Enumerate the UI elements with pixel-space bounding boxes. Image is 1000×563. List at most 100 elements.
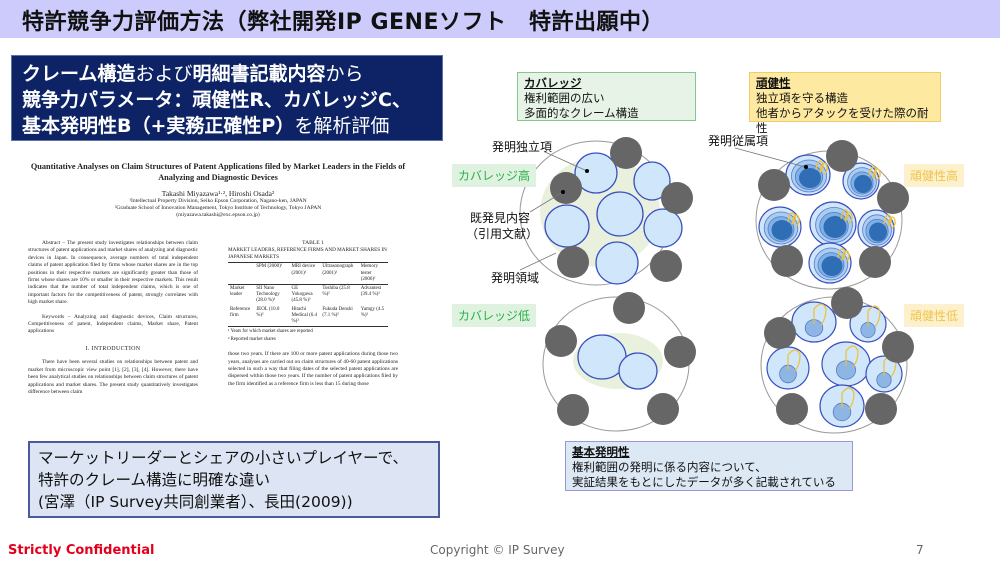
paper-intro: There have been several studies on relat…	[28, 359, 198, 395]
copyright: Copyright © IP Survey	[430, 543, 565, 557]
tag-coverage-low: カバレッジ低	[452, 304, 537, 327]
independent-claim-circle	[819, 384, 865, 428]
coverage-definition-box: カバレッジ 権利範囲の広い 多面的なクレーム構造	[517, 72, 696, 121]
attack-arrow	[883, 214, 892, 227]
table-cell: GE Yokogawa (45.8 %)²	[291, 286, 313, 304]
prior-art-circle	[865, 393, 897, 425]
attack-arrow	[837, 248, 846, 261]
invention-area-boundary	[760, 296, 908, 434]
leader-line	[734, 147, 806, 168]
paper-right-column: TABLE 1 MARKET LEADERS, REFERENCE FIRMS …	[228, 240, 398, 388]
attack-arrow	[845, 345, 859, 368]
dependent-claim-core	[799, 168, 821, 188]
prior-art-circle	[650, 250, 682, 282]
attack-arrow	[872, 168, 881, 181]
dependent-claim-core	[821, 256, 843, 276]
dependent-claim-ring	[794, 164, 824, 190]
independent-claim-circle	[809, 201, 857, 247]
paper-abstract: Abstract – The present study investigate…	[28, 240, 198, 306]
summary-connector: から	[325, 63, 364, 85]
dependent-claim-circle	[860, 322, 876, 338]
independent-claim-circle	[596, 191, 644, 237]
dependent-claim-ring	[865, 218, 889, 244]
label-independent-claim: 発明独立項	[492, 140, 553, 154]
dependent-claim-ring	[791, 159, 828, 193]
basic-invention-desc-1: 権利範囲の発明に係る内容について、	[572, 460, 767, 474]
finding-line-2: 特許のクレーム構造に明確な違い	[38, 471, 271, 489]
independent-claim-circle	[595, 241, 639, 285]
prior-art-circle	[661, 182, 693, 214]
table-cell: Toshiba (25.8 %)²	[322, 286, 350, 298]
dependent-claim-core	[869, 222, 887, 242]
dependent-claim-ring	[819, 211, 849, 241]
dependent-claim-circle	[836, 360, 857, 380]
market-table: SPM (2000)¹ MRI device (2001)¹ Ultrasono…	[228, 262, 388, 328]
independent-claim-circle	[857, 209, 895, 249]
summary-line-3: 基本発明性B（+実務正確性P）を解析評価	[22, 113, 432, 139]
summary-term-claim-structure: クレーム構造	[22, 63, 136, 85]
prior-art-circle	[647, 393, 679, 425]
summary-connector: および	[135, 63, 193, 85]
attack-arrow	[813, 303, 827, 326]
slide-title: 特許競争力評価方法（弊社開発IP GENEソフト 特許出願中）	[22, 10, 664, 35]
prior-art-circle	[664, 336, 696, 368]
summary-term-specification: 明細書記載内容	[192, 63, 326, 85]
summary-box: クレーム構造および明細書記載内容から 競争力パラメータ：頑健性R、カバレッジC、…	[11, 55, 443, 141]
attack-arrow	[841, 250, 850, 263]
leader-dot	[561, 190, 565, 194]
dependent-claim-ring	[767, 216, 795, 242]
table-row: Reference firm JEOL (10.0 %)² Hitachi Me…	[228, 305, 388, 328]
prior-art-circle	[550, 172, 582, 204]
table-footnote-1: ¹ Years for which market shares are repo…	[228, 329, 313, 335]
paper-keywords: Keywords – Analyzing and diagnostic devi…	[28, 313, 198, 335]
attack-arrow	[840, 209, 849, 222]
independent-claim-circle	[633, 161, 671, 201]
independent-claim-circle	[577, 334, 627, 380]
attack-arrow	[815, 160, 824, 173]
table-cell: SII Nano Technology (28.0 %)²	[256, 286, 280, 304]
table-header-cell: Ultrasonograph (2001)¹	[320, 262, 359, 286]
prior-art-circle	[771, 245, 803, 277]
leader-line	[529, 191, 564, 213]
paper-title: Quantitative Analyses on Claim Structure…	[30, 162, 406, 182]
dependent-claim-circle	[804, 319, 824, 337]
prior-art-circle	[613, 292, 645, 324]
independent-claim-circle	[808, 242, 852, 284]
dependent-claim-ring	[817, 252, 845, 278]
table-cell: Yamgy (4.5 %)²	[358, 305, 388, 328]
dependent-claim-circle	[832, 402, 852, 422]
table-cell: Market leader	[230, 286, 245, 298]
coverage-desc-2: 多面的なクレーム構造	[524, 106, 639, 120]
prior-art-circle	[831, 287, 863, 319]
independent-claim-circle	[785, 154, 831, 196]
table-header-row: SPM (2000)¹ MRI device (2001)¹ Ultrasono…	[228, 262, 388, 286]
table-footnote-2: ² Reported market shares	[228, 337, 276, 343]
label-prior-art: 既発見内容	[470, 211, 531, 225]
coverage-title: カバレッジ	[524, 76, 582, 90]
attack-arrow	[819, 162, 828, 175]
tag-coverage-high: カバレッジ高	[452, 164, 537, 187]
summary-line-2: 競争力パラメータ：頑健性R、カバレッジC、	[22, 89, 412, 111]
finding-line-1: マーケットリーダーとシェアの小さいプレイヤーで、	[38, 449, 408, 467]
tag-robustness-high: 頑健性高	[904, 164, 965, 187]
leader-line	[519, 252, 557, 271]
summary-line-1: クレーム構造および明細書記載内容から	[22, 61, 432, 87]
prior-art-circle	[882, 331, 914, 363]
invention-area-fill	[540, 157, 660, 267]
independent-claim-circle	[544, 204, 590, 248]
independent-claim-circle	[758, 206, 802, 248]
table-header-cell: MRI device (2001)¹	[289, 262, 321, 286]
invention-area-boundary	[542, 296, 690, 432]
attack-arrow	[787, 349, 801, 372]
paper-right-text: those two years. If there are 100 or mor…	[228, 351, 398, 387]
label-dependent-claim: 発明従属項	[708, 134, 769, 148]
coverage-desc-1: 権利範囲の広い	[524, 91, 605, 105]
paper-authors: Takashi Miyazawa¹·², Hiroshi Osada²	[161, 189, 275, 198]
dependent-claim-core	[823, 216, 847, 238]
basic-invention-desc-2: 実証結果をもとにしたデータが多く記載されている	[572, 475, 836, 489]
attack-arrow	[887, 216, 896, 229]
table-header-cell: SPM (2000)¹	[254, 262, 290, 286]
invention-area-fill	[573, 333, 663, 389]
paper-affiliation-2: ²Graduate School of Innovation Managemen…	[114, 205, 322, 211]
independent-claim-circle	[643, 208, 683, 248]
